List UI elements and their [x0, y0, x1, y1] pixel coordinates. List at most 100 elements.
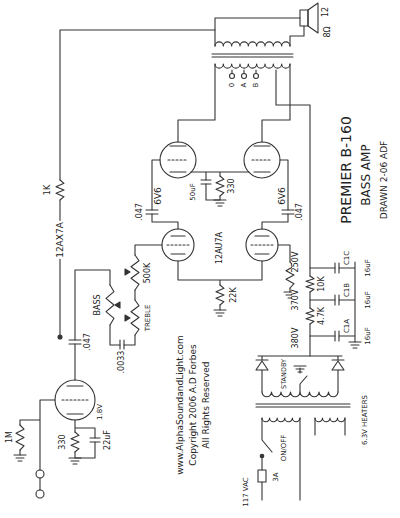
component-label: 6.3V HEATERS [362, 394, 369, 446]
tube-electrode [170, 146, 270, 172]
component-label: 1K [44, 184, 52, 196]
tube-grid [62, 399, 88, 400]
resistor-symbol [216, 285, 224, 305]
transformer-winding [262, 418, 300, 422]
transformer-core [212, 54, 350, 407]
speaker-cone [308, 3, 318, 33]
ground-symbol [69, 458, 81, 464]
component-label: Copyright 2006 A.D Forbes [189, 343, 198, 466]
generated-symbols [14, 42, 361, 464]
title-text: BASS AMP [360, 143, 372, 206]
component-label: 330 [59, 433, 67, 450]
cathode-wire [178, 261, 262, 310]
capacitor-symbol [69, 340, 124, 350]
component-label: 22K [230, 286, 238, 303]
resistor-symbol [306, 276, 314, 292]
tone-wire [75, 270, 135, 380]
diode-bar [256, 359, 344, 360]
component-label: 50uF [190, 182, 197, 201]
grid-wire [135, 245, 290, 292]
wiring [20, 3, 355, 500]
component-label: 12 [322, 6, 330, 18]
component-label: BASS [94, 293, 102, 316]
input-wire [20, 400, 55, 490]
component-label: 16uF [365, 290, 372, 309]
feedback-wire [60, 30, 215, 335]
ground-symbol [294, 366, 306, 372]
component-label: STANDBY [281, 358, 288, 390]
component-label: 8Ω [324, 25, 332, 38]
component-label: 330 [228, 177, 236, 194]
title-text: DRAWN 2-06 ADF [380, 140, 389, 221]
component-label: .0033 [118, 350, 126, 375]
pot-wiper-arrow [115, 302, 120, 308]
transformer-winding [215, 42, 290, 46]
wire [152, 214, 288, 229]
component-label: C1B [344, 282, 351, 298]
component-label: 16uF [365, 258, 372, 277]
resistor-symbol [56, 180, 64, 200]
tube-grid [168, 159, 272, 160]
cathode-wire [191, 172, 249, 200]
ground-symbol [349, 342, 361, 348]
capacitor-symbol [335, 263, 339, 341]
transformer-winding [315, 418, 345, 422]
component-label: 6V6 [278, 186, 287, 206]
tap-terminal [242, 74, 247, 79]
capacitor-symbol [201, 180, 211, 184]
component-label: B [253, 82, 260, 89]
input-jack [36, 470, 44, 478]
capacitor-symbol [146, 210, 294, 214]
component-label: 3A [273, 471, 280, 482]
component-label: 22uF [104, 429, 112, 451]
diode-symbol [256, 361, 268, 370]
component-label: 12AX7A [56, 221, 65, 259]
component-label: 4.7K [318, 306, 326, 326]
component-label: .047 [136, 202, 144, 222]
tube-envelope [55, 380, 95, 420]
wire [215, 18, 300, 46]
component-label: 1.8V [97, 403, 104, 421]
filter-wire [310, 262, 355, 342]
speaker-magnet [300, 10, 308, 26]
resistor-symbol [106, 285, 114, 325]
component-label: C1C [344, 250, 351, 266]
grid-wire [152, 160, 288, 210]
component-label: TREBLE [145, 304, 152, 333]
fuse-symbol [258, 470, 266, 482]
component-label: 0 [229, 82, 236, 88]
component-label: A [241, 82, 248, 89]
component-label: 1M [6, 430, 14, 444]
component-label: ON/OFF [281, 434, 288, 463]
rectifier-wire [258, 356, 342, 392]
component-label: www.AlphaSoundandLight.com [176, 334, 185, 476]
component-label: 380V [292, 327, 300, 350]
component-label: 16uF [365, 326, 372, 345]
resistor-symbol [216, 176, 224, 196]
transformer-winding [215, 64, 290, 68]
component-label: 117 VAC [243, 476, 250, 507]
component-label: 10K [318, 275, 326, 292]
component-label: C1A [344, 318, 351, 334]
title-text: PREMIER B-160 [339, 115, 353, 225]
component-label: .047 [296, 202, 304, 222]
ground-symbol [214, 200, 226, 206]
component-label: 500K [144, 262, 152, 285]
ground-symbol [214, 310, 226, 316]
input-jack [36, 490, 44, 498]
pot-wiper-arrow [125, 269, 130, 275]
component-label: 6V6 [154, 186, 163, 206]
switch-contact [260, 454, 264, 458]
component-label: 250V [292, 251, 300, 274]
component-label: 370V [292, 289, 300, 312]
plate-wire [178, 64, 290, 142]
component-label: All Rights Reserved [202, 360, 211, 449]
pot-wiper-arrow [125, 315, 130, 321]
transformer-winding [262, 392, 338, 397]
ground-symbol [14, 455, 26, 461]
resistor-symbol [306, 308, 314, 324]
resistor-symbol [16, 425, 24, 450]
resistor-symbol [131, 255, 139, 290]
tap-terminal [230, 74, 235, 79]
